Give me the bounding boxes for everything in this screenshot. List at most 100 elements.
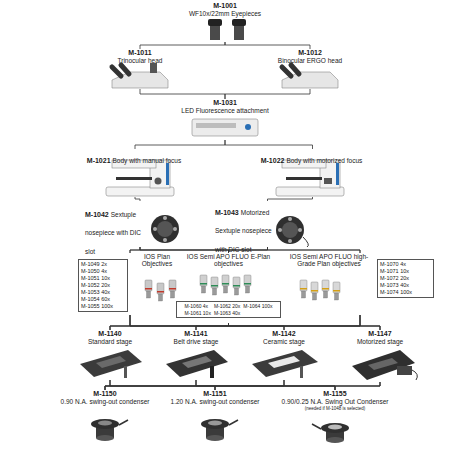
product-node: M-1022Body with motorized focus xyxy=(255,149,370,197)
eyepiece-cap xyxy=(208,19,222,26)
part-label: M-1052 20x xyxy=(81,282,125,289)
part-label: Ceramic stage xyxy=(244,338,324,345)
swing-lever xyxy=(312,424,321,429)
nosepiece xyxy=(151,215,179,243)
nosepiece-hole xyxy=(288,217,292,221)
swing-lever xyxy=(229,420,238,425)
product-node: M-1142Ceramic stage xyxy=(244,330,324,380)
part-label: M-1022 xyxy=(261,157,285,164)
product-node: M-1021Body with manual focus xyxy=(80,149,190,197)
part-number: M-1155 xyxy=(270,390,400,398)
part-number: M-1150 xyxy=(50,390,160,398)
head-tube xyxy=(112,67,121,76)
connector xyxy=(225,42,310,49)
part-label: 0.90 N.A. swing-out condenser xyxy=(50,398,160,405)
part-label: (needed if M-1048 is selected) xyxy=(270,406,400,411)
connector xyxy=(196,323,229,330)
part-label: M-1073 40x xyxy=(380,282,431,289)
motor-cable xyxy=(412,370,417,380)
product-node: M-1042Sextuple nosepiece with DIC slot xyxy=(85,201,195,247)
product-node: M-1031LED Fluorescence attachment xyxy=(165,99,285,140)
text-block: 0.90 N.A. swing-out condenser xyxy=(50,398,160,405)
part-number: M-1141 xyxy=(158,330,234,338)
motorized-stage xyxy=(352,350,417,380)
text-block: 1.20 N.A. swing-out condenser xyxy=(165,398,265,405)
objective-lens xyxy=(311,282,318,300)
eyepiece-tube xyxy=(234,26,244,40)
text-block: Trinocular head xyxy=(95,57,185,64)
objective-list-box: M-1049 2xM-1050 4xM-1051 10xM-1052 20xM-… xyxy=(78,259,128,312)
text-block: M-1150 xyxy=(50,390,160,398)
text-block: M-1155 xyxy=(270,390,400,398)
product-node: M-1011Trinocular head xyxy=(95,49,185,89)
binocular-head xyxy=(282,65,338,88)
condenser xyxy=(91,419,128,441)
objective-group: IOS Semi APO FLUO E-Plan objectivesM-106… xyxy=(176,253,281,323)
connector xyxy=(196,380,215,390)
microscope-body xyxy=(276,160,344,196)
connector xyxy=(135,140,225,149)
condenser-top xyxy=(91,419,119,429)
part-label: 0.90/0.25 N.A. Swing Out Condenser xyxy=(270,398,400,405)
stage-plate xyxy=(252,350,318,377)
condenser-lens xyxy=(98,421,112,426)
eyepieces xyxy=(208,19,246,40)
connector xyxy=(268,247,361,253)
part-label: M-1043 xyxy=(215,209,239,216)
product-node: M-1043Motorized Sextuple nosepiece with … xyxy=(215,201,320,247)
part-label: 1.20 N.A. swing-out condenser xyxy=(165,398,265,405)
connector xyxy=(135,197,140,201)
nosepiece-hole xyxy=(173,227,177,231)
condenser xyxy=(201,419,238,441)
part-label: M-1072 20x xyxy=(380,275,431,282)
objective-group: IOS Plan ObjectivesM-1049 2xM-1050 4xM-1… xyxy=(78,253,182,315)
body-stage xyxy=(116,177,152,180)
head-tube xyxy=(291,65,299,74)
connector xyxy=(335,382,380,390)
part-label: M-1021 xyxy=(87,157,111,164)
part-label: Motorized stage xyxy=(340,338,420,345)
connector xyxy=(284,315,360,330)
belt-drive-stage xyxy=(166,350,228,378)
part-label: M-1051 10x xyxy=(81,275,125,282)
nosepiece-hole xyxy=(288,239,292,243)
stage-knob xyxy=(300,366,303,378)
connector xyxy=(215,382,380,390)
condenser-lens xyxy=(208,421,222,426)
condenser-bottom xyxy=(326,437,344,443)
part-label: M-1074 100x xyxy=(380,289,431,296)
text-block: M-1022Body with motorized focus xyxy=(255,149,370,167)
stage-plate xyxy=(166,350,228,377)
connector xyxy=(110,323,229,330)
part-label: Trinocular head xyxy=(95,57,185,64)
connector xyxy=(105,380,284,390)
trinocular-head xyxy=(112,63,168,88)
ceramic-surface xyxy=(268,356,300,368)
part-label: Standard stage xyxy=(72,338,148,345)
objective-list-box: M-1060 4xM-1062 20xM-1064 100xM-1061 10x… xyxy=(176,301,281,318)
objective-lens xyxy=(333,282,340,300)
part-label: M-1053 40x xyxy=(81,289,125,296)
body-base xyxy=(276,187,344,196)
condenser xyxy=(312,423,349,443)
filter-slot xyxy=(196,123,236,128)
connector xyxy=(110,315,130,330)
part-label: IOS Semi APO FLUO E-Plan objectives xyxy=(176,253,281,268)
text-block: M-1147 xyxy=(340,330,420,338)
objective-lens xyxy=(233,277,240,295)
text-block: M-1012 xyxy=(265,49,355,57)
part-label: Body with manual focus xyxy=(113,157,182,164)
connector xyxy=(105,380,196,390)
objective-lens xyxy=(244,275,251,293)
part-label: M-1062 20x xyxy=(214,303,240,310)
objective-lens xyxy=(145,280,152,298)
condenser-bottom xyxy=(206,435,224,441)
connector xyxy=(110,380,335,390)
text-block: M-1140 xyxy=(72,330,148,338)
nosepiece-hole xyxy=(153,227,157,231)
product-node: M-11511.20 N.A. swing-out condenser xyxy=(165,390,265,447)
connector xyxy=(110,380,215,390)
condenser-top xyxy=(201,419,229,429)
text-block: Binocular ERGO head xyxy=(265,57,355,64)
